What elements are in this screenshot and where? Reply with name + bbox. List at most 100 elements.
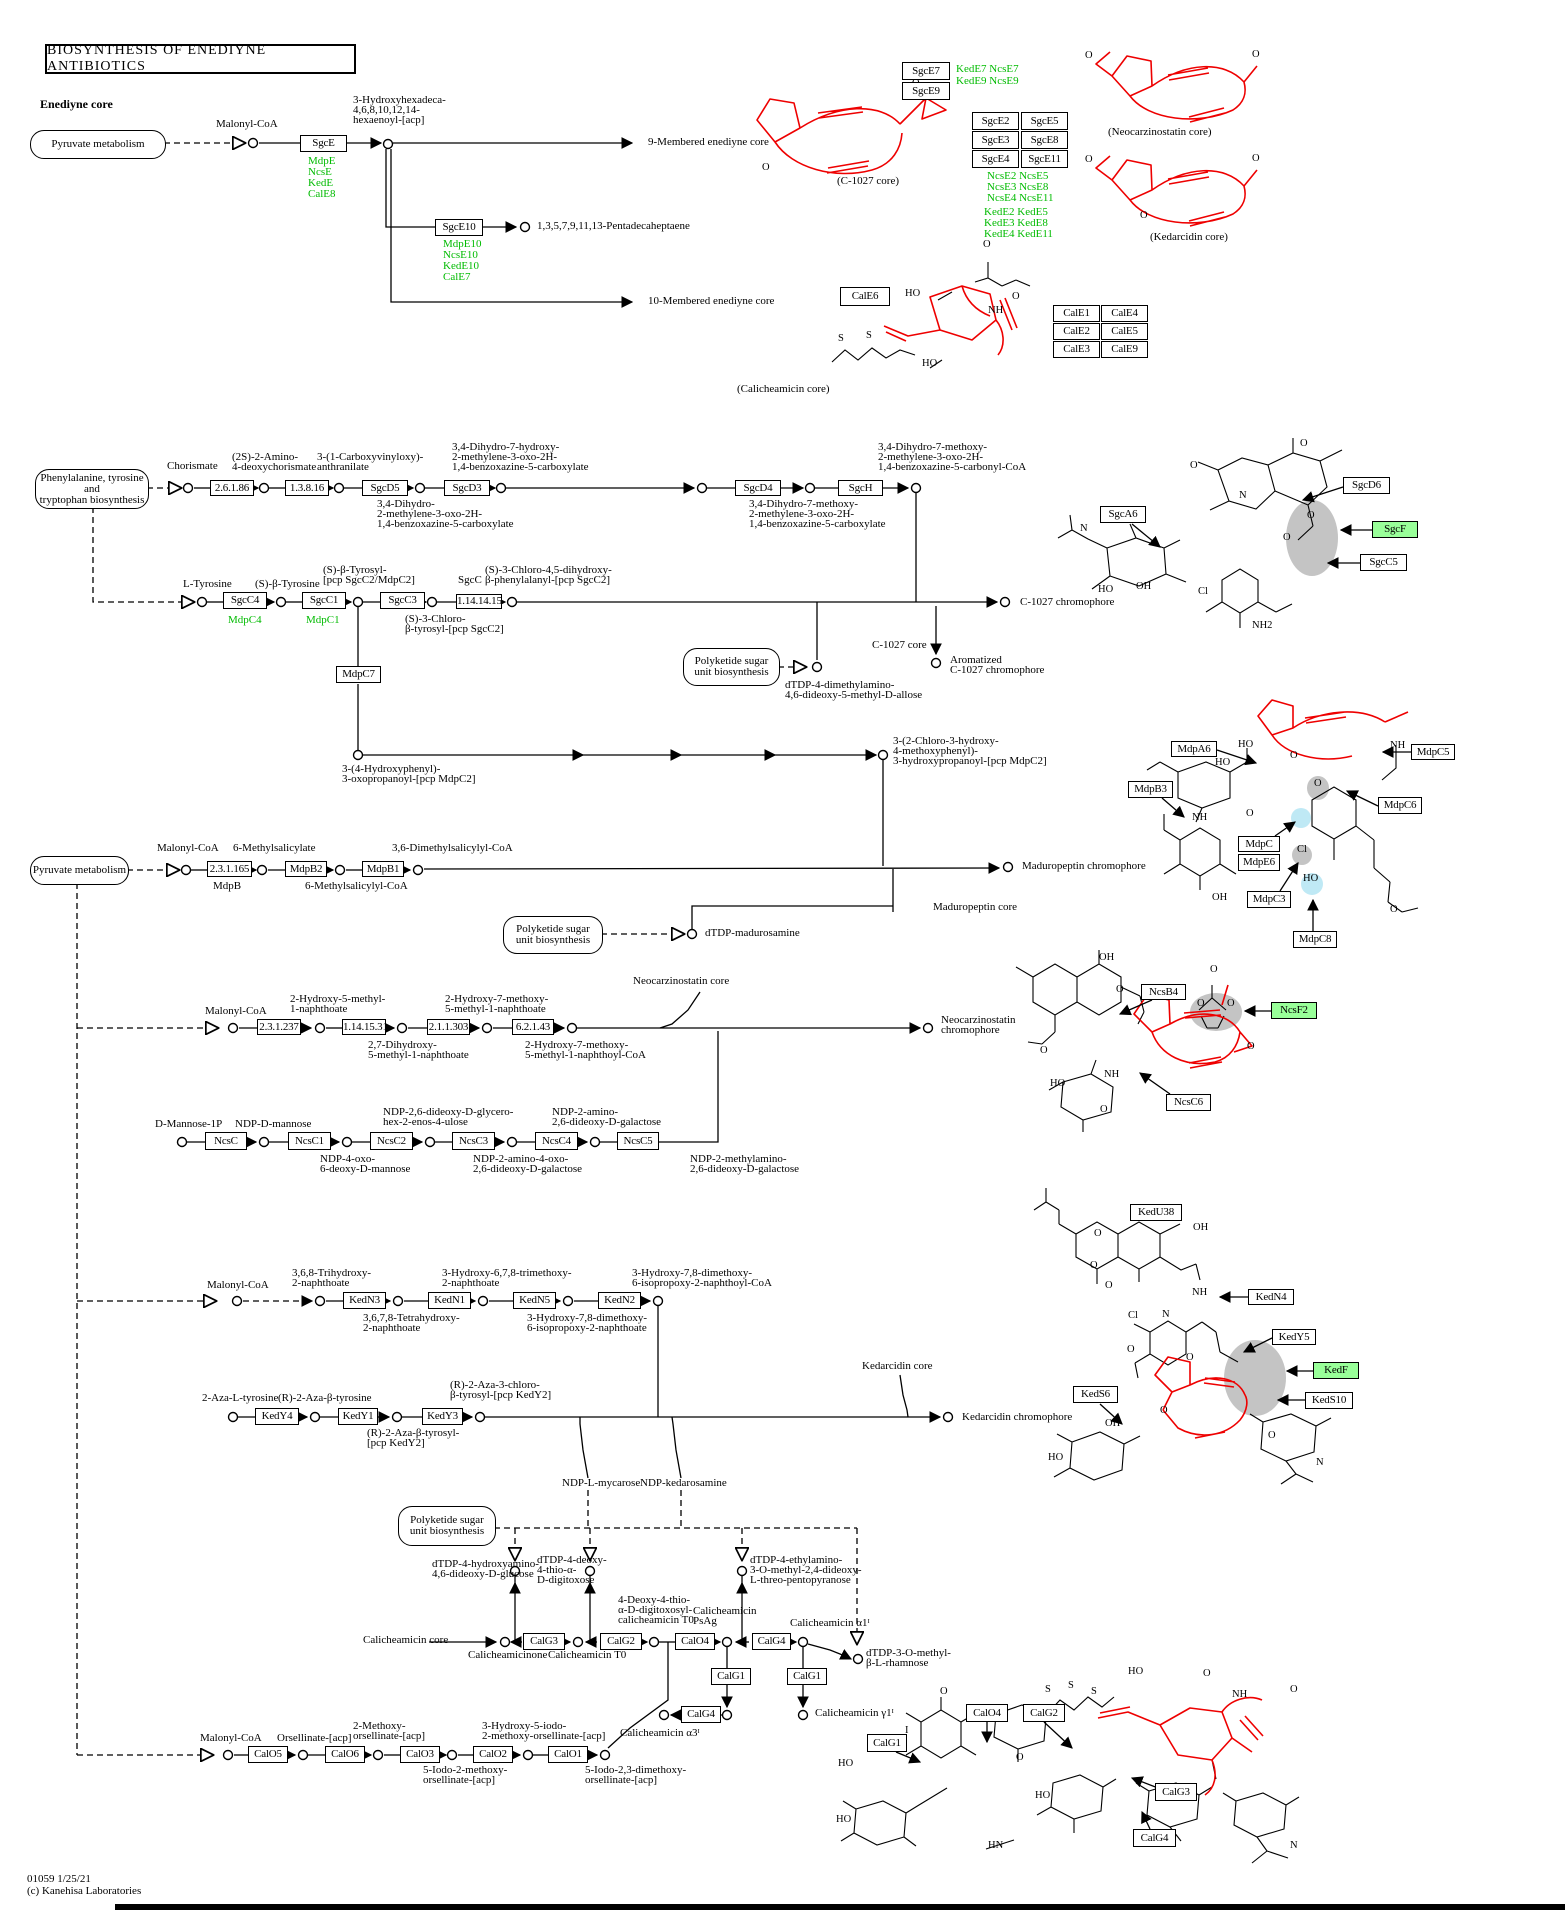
- compound-node[interactable]: [910, 482, 922, 494]
- enzyme-box-cale1[interactable]: CalE1: [1053, 305, 1100, 322]
- enzyme-box-6.2.1.43[interactable]: 6.2.1.43: [512, 1019, 554, 1035]
- enzyme-box-calg4[interactable]: CalG4: [752, 1633, 791, 1650]
- enzyme-box-calg1[interactable]: CalG1: [867, 1734, 907, 1752]
- compound-node[interactable]: [499, 1636, 511, 1648]
- enzyme-box-sgce9[interactable]: SgcE9: [902, 82, 950, 100]
- compound-node[interactable]: [506, 1136, 518, 1148]
- compound-node[interactable]: [999, 596, 1011, 608]
- enzyme-box-cale4[interactable]: CalE4: [1101, 305, 1148, 322]
- compound-node[interactable]: [797, 1709, 809, 1721]
- enzyme-box-ncsc5[interactable]: NcsC5: [617, 1132, 659, 1150]
- enzyme-box-sgce11[interactable]: SgcE11: [1021, 150, 1068, 168]
- enzyme-box-1.3.8.16[interactable]: 1.3.8.16: [285, 480, 329, 496]
- enzyme-box-calo4[interactable]: CalO4: [675, 1633, 715, 1650]
- compound-node[interactable]: [424, 1136, 436, 1148]
- compound-node[interactable]: [314, 1295, 326, 1307]
- enzyme-box-cale3[interactable]: CalE3: [1053, 341, 1100, 358]
- compound-node[interactable]: [352, 749, 364, 761]
- compound-node[interactable]: [309, 1411, 321, 1423]
- compound-node[interactable]: [227, 1022, 239, 1034]
- enzyme-box-mdpc[interactable]: MdpC: [1238, 836, 1280, 852]
- compound-node[interactable]: [652, 1295, 664, 1307]
- compound-node[interactable]: [446, 1749, 458, 1761]
- enzyme-box-kedn3[interactable]: KedN3: [343, 1292, 386, 1309]
- enzyme-box-sgch[interactable]: SgcH: [838, 480, 883, 496]
- enzyme-box-kedn1[interactable]: KedN1: [428, 1292, 471, 1309]
- enzyme-box-sgca6[interactable]: SgcA6: [1100, 506, 1146, 523]
- compound-node[interactable]: [391, 1411, 403, 1423]
- enzyme-box-calg3[interactable]: CalG3: [523, 1633, 565, 1650]
- compound-node[interactable]: [222, 1749, 234, 1761]
- enzyme-box-sgcc3[interactable]: SgcC3: [380, 592, 425, 609]
- enzyme-box-calo5[interactable]: CalO5: [248, 1746, 288, 1763]
- pathway-link-polyketide-sugar-unit-biosynthesis-2[interactable]: Polyketide sugar unit biosynthesis: [503, 916, 603, 954]
- pathway-link-phenylalanine-tyrosine-tryptophan-biosynthesis[interactable]: Phenylalanine, tyrosine and tryptophan b…: [35, 469, 149, 509]
- enzyme-box-sgcd3[interactable]: SgcD3: [444, 480, 490, 496]
- compound-node[interactable]: [852, 1653, 864, 1665]
- enzyme-box-kedf[interactable]: KedF: [1313, 1362, 1359, 1379]
- compound-node[interactable]: [811, 661, 823, 673]
- compound-node[interactable]: [182, 482, 194, 494]
- enzyme-box-calg3[interactable]: CalG3: [1155, 1783, 1197, 1801]
- enzyme-box-sgce5[interactable]: SgcE5: [1021, 112, 1068, 130]
- enzyme-box-sgce10[interactable]: SgcE10: [435, 219, 483, 236]
- enzyme-box-keds10[interactable]: KedS10: [1305, 1392, 1353, 1409]
- compound-node[interactable]: [333, 482, 345, 494]
- enzyme-box-1.14.14.15[interactable]: 1.14.14.15: [456, 594, 502, 609]
- compound-node[interactable]: [180, 864, 192, 876]
- compound-node[interactable]: [584, 1565, 596, 1577]
- enzyme-box-ncsc4[interactable]: NcsC4: [535, 1132, 578, 1150]
- enzyme-box-mdpc5[interactable]: MdpC5: [1411, 744, 1455, 760]
- enzyme-box-calg4[interactable]: CalG4: [1133, 1829, 1176, 1847]
- compound-node[interactable]: [599, 1749, 611, 1761]
- enzyme-box-sgce3[interactable]: SgcE3: [972, 131, 1019, 149]
- compound-node[interactable]: [481, 1022, 493, 1034]
- compound-node[interactable]: [658, 1709, 670, 1721]
- enzyme-box-calo2[interactable]: CalO2: [473, 1746, 513, 1763]
- compound-node[interactable]: [275, 596, 287, 608]
- enzyme-box-2.3.1.165[interactable]: 2.3.1.165: [207, 861, 252, 877]
- compound-node[interactable]: [334, 864, 346, 876]
- compound-node[interactable]: [382, 138, 394, 150]
- compound-node[interactable]: [396, 1022, 408, 1034]
- enzyme-box-sgcc1[interactable]: SgcC1: [302, 592, 346, 609]
- enzyme-box-2.6.1.86[interactable]: 2.6.1.86: [210, 480, 254, 496]
- pathway-link-polyketide-sugar-unit-biosynthesis-3[interactable]: Polyketide sugar unit biosynthesis: [398, 1506, 496, 1546]
- enzyme-box-mdpc6[interactable]: MdpC6: [1378, 797, 1422, 814]
- enzyme-box-ncsf2[interactable]: NcsF2: [1271, 1002, 1317, 1019]
- compound-node[interactable]: [648, 1636, 660, 1648]
- compound-node[interactable]: [506, 596, 518, 608]
- compound-node[interactable]: [256, 864, 268, 876]
- enzyme-box-cale5[interactable]: CalE5: [1101, 323, 1148, 340]
- enzyme-box-mdpb1[interactable]: MdpB1: [362, 861, 404, 877]
- enzyme-box-kedu38[interactable]: KedU38: [1130, 1204, 1182, 1221]
- compound-node[interactable]: [572, 1636, 584, 1648]
- compound-node[interactable]: [589, 1136, 601, 1148]
- compound-node[interactable]: [314, 1022, 326, 1034]
- compound-node[interactable]: [877, 749, 889, 761]
- enzyme-box-kedy1[interactable]: KedY1: [338, 1408, 378, 1425]
- enzyme-box-mdpc3[interactable]: MdpC3: [1247, 891, 1291, 908]
- enzyme-box-2.3.1.237[interactable]: 2.3.1.237: [257, 1019, 301, 1035]
- compound-node[interactable]: [474, 1411, 486, 1423]
- compound-node[interactable]: [227, 1411, 239, 1423]
- enzyme-box-mdpb2[interactable]: MdpB2: [285, 861, 327, 877]
- enzyme-box-mdpb3[interactable]: MdpB3: [1128, 781, 1173, 798]
- compound-node[interactable]: [942, 1411, 954, 1423]
- enzyme-box-sgcd4[interactable]: SgcD4: [735, 480, 781, 496]
- enzyme-box-sgcc5[interactable]: SgcC5: [1360, 554, 1407, 571]
- compound-node[interactable]: [412, 864, 424, 876]
- enzyme-box-calo1[interactable]: CalO1: [548, 1746, 588, 1763]
- enzyme-box-calg2[interactable]: CalG2: [600, 1633, 642, 1650]
- enzyme-box-kedn2[interactable]: KedN2: [598, 1292, 641, 1309]
- enzyme-box-cale6[interactable]: CalE6: [840, 287, 890, 306]
- enzyme-box-ncsb4[interactable]: NcsB4: [1141, 984, 1186, 1000]
- compound-node[interactable]: [297, 1749, 309, 1761]
- compound-node[interactable]: [231, 1295, 243, 1307]
- enzyme-box-ncsc3[interactable]: NcsC3: [452, 1132, 495, 1150]
- enzyme-box-mdpa6[interactable]: MdpA6: [1171, 741, 1217, 757]
- pathway-link-pyruvate-metabolism-2[interactable]: Pyruvate metabolism: [30, 856, 129, 885]
- enzyme-box-keds6[interactable]: KedS6: [1073, 1386, 1118, 1403]
- compound-node[interactable]: [696, 482, 708, 494]
- enzyme-box-sgcc4[interactable]: SgcC4: [223, 592, 267, 609]
